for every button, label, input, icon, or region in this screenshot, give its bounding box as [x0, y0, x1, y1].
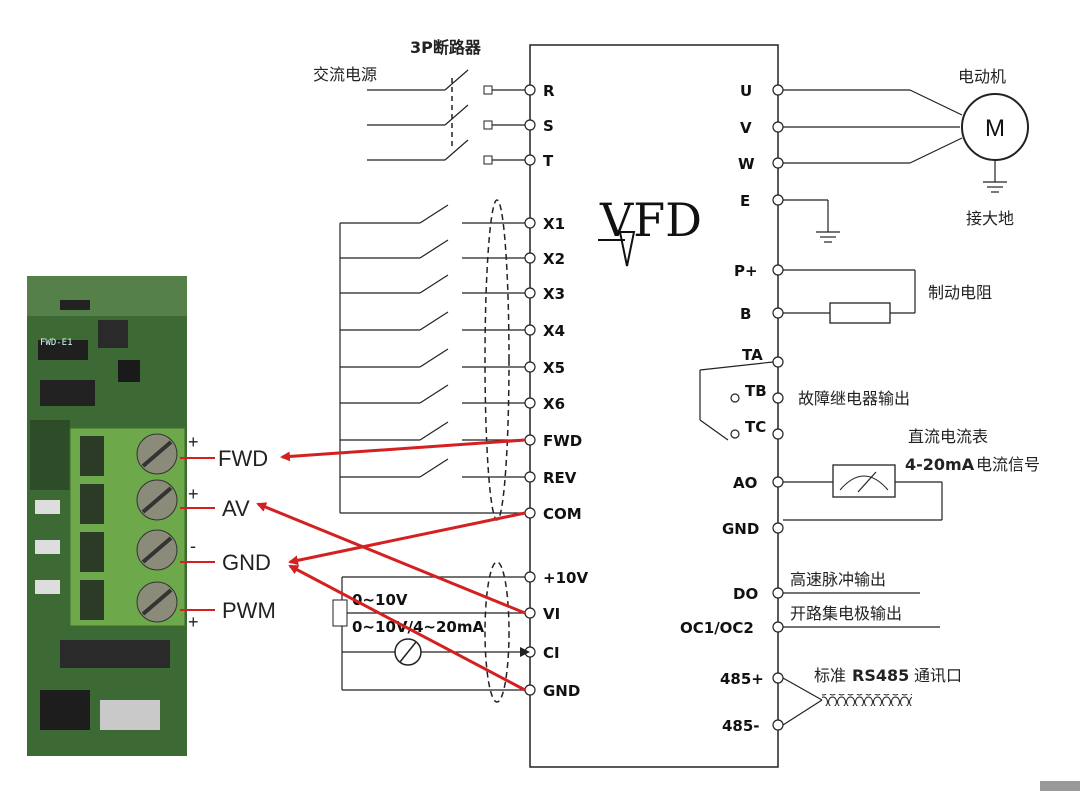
- e-ground: [783, 199, 840, 243]
- terminal-com: COM: [543, 505, 582, 523]
- terminal-x1: X1: [543, 215, 565, 233]
- board-pin-pwm: PWM: [222, 598, 276, 623]
- breaker-label: 3P断路器: [410, 38, 482, 57]
- brake-resistor: [783, 269, 916, 324]
- motor-icon: [961, 93, 1029, 161]
- dc-ammeter-label: 直流电流表: [908, 427, 988, 446]
- terminal-rev: REV: [543, 469, 577, 487]
- sign-fwd: +: [188, 432, 199, 452]
- rs485-wiring: [782, 677, 912, 726]
- vi-range-label: 0~10V: [352, 591, 408, 609]
- connection-arrows: [256, 438, 526, 692]
- motor-symbol: M: [985, 115, 1005, 142]
- screw-1: [136, 433, 178, 475]
- brake-resistor-label: 制动电阻: [928, 283, 992, 302]
- sign-gnd: -: [190, 536, 196, 556]
- motor-label: 电动机: [958, 67, 1006, 86]
- terminal-tc: TC: [745, 418, 766, 436]
- terminal-u: U: [740, 82, 752, 100]
- screw-2: [136, 479, 178, 521]
- board-pin-av: AV: [222, 496, 250, 521]
- terminal-gnd-right: GND: [722, 520, 759, 538]
- current-signal-suffix: 电流信号: [976, 455, 1040, 474]
- fault-relay-label: 故障继电器输出: [798, 389, 910, 408]
- terminal-485-minus: 485-: [722, 717, 760, 735]
- terminal-oc1-oc2: OC1/OC2: [680, 619, 754, 637]
- current-signal-bold: 4-20mA: [905, 455, 975, 474]
- terminal-b: B: [740, 305, 751, 323]
- terminal-tb: TB: [745, 382, 767, 400]
- vfd-title: VFD: [599, 193, 702, 247]
- terminal-10v: +10V: [543, 569, 588, 587]
- terminal-v: V: [740, 119, 752, 137]
- rs485-bold: RS485: [852, 666, 909, 685]
- board-pin-gnd: GND: [222, 550, 271, 575]
- terminal-x6: X6: [543, 395, 565, 413]
- terminal-485-plus: 485+: [720, 670, 764, 688]
- rs485-prefix: 标准: [814, 666, 846, 685]
- sign-av: +: [188, 484, 199, 504]
- terminal-do: DO: [733, 585, 758, 603]
- pcb-photo: FWD-E1: [27, 276, 187, 756]
- sign-pwm: +: [188, 612, 199, 632]
- terminal-ao: AO: [733, 474, 757, 492]
- terminal-vi: VI: [543, 605, 560, 623]
- terminal-x5: X5: [543, 359, 565, 377]
- open-collector-label: 开路集电极输出: [790, 604, 902, 623]
- motor-wiring: [783, 89, 1007, 193]
- terminal-ta: TA: [742, 346, 763, 364]
- terminal-ci: CI: [543, 644, 560, 662]
- terminal-t: T: [543, 152, 554, 170]
- terminal-s: S: [543, 117, 554, 135]
- terminal-e: E: [740, 192, 750, 210]
- terminal-x2: X2: [543, 250, 565, 268]
- terminal-x3: X3: [543, 285, 565, 303]
- board-silk-text: FWD-E1: [40, 338, 73, 348]
- power-input-wiring: [367, 69, 525, 165]
- terminal-r: R: [543, 82, 555, 100]
- ci-range-label: 0~10V/4~20mA: [352, 618, 484, 636]
- ammeter-wiring: [783, 464, 943, 521]
- screw-3: [136, 529, 178, 571]
- digital-input-switches: [339, 199, 525, 521]
- terminal-x4: X4: [543, 322, 565, 340]
- board-pin-fwd: FWD: [218, 446, 268, 471]
- right-terminal-circles: [772, 84, 784, 731]
- vfd-box: [529, 44, 779, 768]
- screw-4: [136, 581, 178, 623]
- pulse-output-label: 高速脉冲输出: [790, 570, 886, 589]
- terminal-w: W: [738, 155, 755, 173]
- terminal-gnd-left: GND: [543, 682, 580, 700]
- terminal-p-plus: P+: [734, 262, 758, 280]
- fault-relay: [699, 361, 774, 441]
- ground-label: 接大地: [966, 209, 1014, 228]
- ac-power-label: 交流电源: [313, 65, 377, 84]
- terminal-fwd: FWD: [543, 432, 582, 450]
- rs485-suffix: 通讯口: [914, 666, 962, 685]
